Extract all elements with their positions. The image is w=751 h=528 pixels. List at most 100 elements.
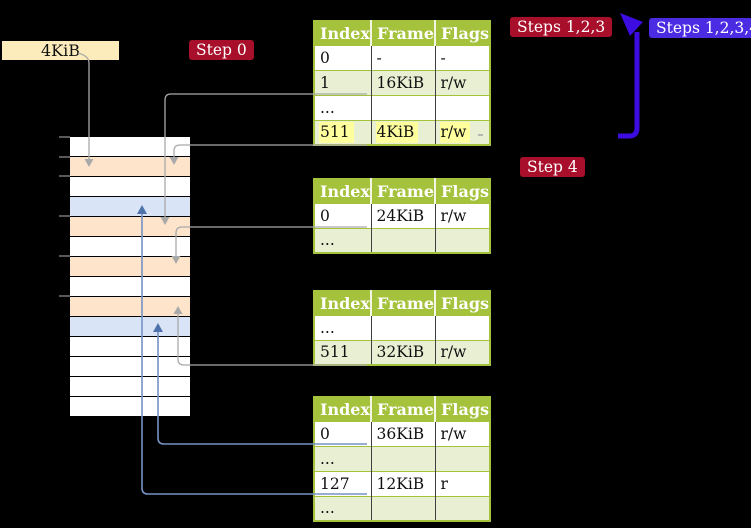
col-header-frame: Frame [370, 397, 436, 421]
table-row: 511 32KiB r/w [314, 339, 491, 365]
col-header-flags: Flags [434, 291, 491, 315]
table-row: 0 24KiB r/w [314, 202, 491, 228]
table-row: 127 12KiB r [314, 470, 491, 496]
cell-index: 1 [314, 69, 372, 95]
table-header-row: Index Frame Flags [314, 21, 491, 45]
page-table-third: Index Frame Flags ... 511 32KiB r/w [313, 290, 492, 366]
memory-row-white [70, 277, 190, 297]
highlight: 511 [319, 121, 354, 143]
memory-tick [59, 156, 70, 158]
page-table-top: Index Frame Flags 0 - - 1 16KiB r/w ... … [313, 20, 492, 146]
table-row: 0 - - [314, 44, 491, 70]
table-row: ... [314, 227, 491, 253]
cell-flags [434, 227, 491, 253]
cell-frame [370, 94, 436, 120]
page-table-fourth: Index Frame Flags 0 36KiB r/w ... 127 12… [313, 396, 492, 522]
cell-flags [434, 94, 491, 120]
table-row: 1 16KiB r/w [314, 69, 491, 95]
cell-frame: - [370, 44, 436, 70]
memory-tick [59, 215, 70, 217]
cell-frame: 16KiB [370, 69, 436, 95]
col-header-frame: Frame [370, 179, 436, 203]
memory-row-orange [70, 157, 190, 177]
col-header-index: Index [314, 291, 372, 315]
cell-index: ... [314, 227, 372, 253]
cell-frame: 32KiB [370, 339, 436, 365]
col-header-flags: Flags [434, 179, 491, 203]
cell-index: 0 [314, 202, 372, 228]
cell-index: 127 [314, 470, 372, 496]
col-header-index: Index [314, 179, 372, 203]
cell-flags [434, 314, 491, 340]
cell-index: ... [314, 94, 372, 120]
table-row: ... [314, 94, 491, 120]
cell-frame: 24KiB [370, 202, 436, 228]
cell-flags: r/w [434, 420, 491, 446]
badge-step-0: Step 0 [189, 40, 254, 60]
frame-size-label: 4KiB [2, 41, 119, 60]
table-header-row: Index Frame Flags [314, 397, 491, 421]
table-row: ... [314, 445, 491, 471]
cell-index: ... [314, 495, 372, 521]
table-header-row: Index Frame Flags [314, 291, 491, 315]
steps-loop-arrow [618, 32, 640, 139]
memory-row-blue [70, 197, 190, 217]
highlight: 4KiB [375, 121, 419, 143]
badge-steps-1234: Steps 1,2,3,4 [649, 18, 751, 38]
memory-row-blue [70, 317, 190, 337]
memory-row-white [70, 177, 190, 197]
col-header-frame: Frame [370, 21, 436, 45]
table-row: ... [314, 495, 491, 521]
physical-memory-column [70, 137, 190, 417]
cell-index: 0 [314, 44, 372, 70]
table-row: 0 36KiB r/w [314, 420, 491, 446]
page-table-second: Index Frame Flags 0 24KiB r/w ... [313, 178, 492, 254]
memory-row-orange [70, 217, 190, 237]
table-row: ... [314, 314, 491, 340]
memory-row-white [70, 337, 190, 357]
cell-frame: 12KiB [370, 470, 436, 496]
cell-frame: 36KiB [370, 420, 436, 446]
col-header-flags: Flags [434, 21, 491, 45]
col-header-index: Index [314, 397, 372, 421]
cell-index: 511 [314, 339, 372, 365]
cell-frame [370, 314, 436, 340]
highlight: r/w [439, 121, 471, 143]
memory-row-white [70, 377, 190, 397]
memory-row-white [70, 397, 190, 417]
cell-flags: r [434, 470, 491, 496]
cell-frame [370, 227, 436, 253]
cell-flags: r/w [434, 202, 491, 228]
memory-row-white [70, 237, 190, 257]
cell-frame [370, 445, 436, 471]
arrowhead-up-left-icon [620, 13, 643, 36]
cell-flags: r/w [434, 119, 491, 145]
cell-flags [434, 495, 491, 521]
memory-tick [59, 255, 70, 257]
cell-index: 0 [314, 420, 372, 446]
cell-flags: r/w [434, 339, 491, 365]
table-header-row: Index Frame Flags [314, 179, 491, 203]
col-header-flags: Flags [434, 397, 491, 421]
cell-index: 511 [314, 119, 372, 145]
cell-frame [370, 495, 436, 521]
memory-row-orange [70, 257, 190, 277]
memory-tick [59, 175, 70, 177]
cell-flags [434, 445, 491, 471]
memory-tick [59, 136, 70, 138]
col-header-frame: Frame [370, 291, 436, 315]
col-header-index: Index [314, 21, 372, 45]
cell-frame: 4KiB [370, 119, 436, 145]
memory-row-white [70, 137, 190, 157]
memory-row-white [70, 357, 190, 377]
cell-flags: r/w [434, 69, 491, 95]
memory-row-orange [70, 297, 190, 317]
connector-table1-row511-to-frame4 [173, 144, 367, 157]
cell-flags: - [434, 44, 491, 70]
badge-step-4: Step 4 [520, 157, 585, 177]
badge-steps-123: Steps 1,2,3 [510, 17, 613, 37]
memory-tick [59, 295, 70, 297]
cell-index: ... [314, 314, 372, 340]
table-row-highlighted: 511 4KiB r/w [314, 119, 491, 145]
